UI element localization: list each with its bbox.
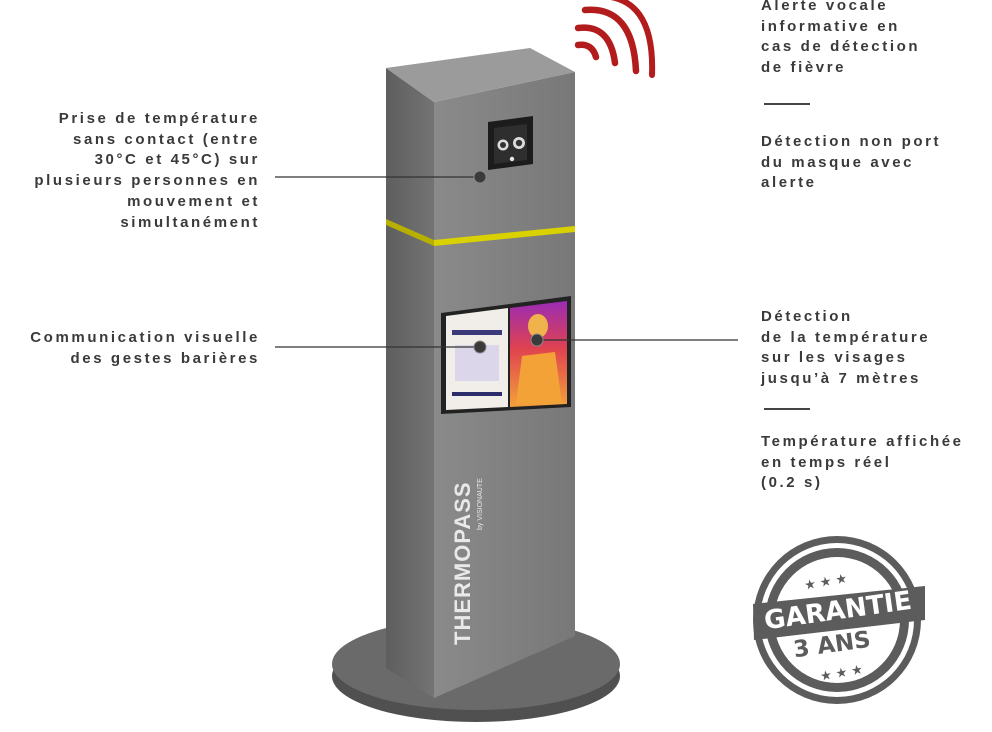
star-icon: ★ ★ ★ ★ ★ ★: [803, 571, 864, 684]
callout-contactless-temperature: Prise de température sans contact (entre…: [34, 110, 260, 231]
callout-dots: [473, 170, 544, 354]
alert-waves-icon: [574, 0, 656, 78]
guarantee-badge: GARANTIE 3 ANS ★ ★ ★ ★ ★ ★: [753, 536, 925, 704]
separator: [764, 408, 810, 410]
callout-voice-alert: Alerte vocale informative en cas de déte…: [761, 0, 921, 77]
callout-mask-detection: Détection non port du masque avec alerte: [761, 133, 942, 192]
svg-text:★ ★ ★: ★ ★ ★: [803, 571, 848, 593]
thermal-camera-icon: [488, 116, 533, 170]
callout-visual-communication: Communication visuelle des gestes barièr…: [30, 329, 260, 367]
brand-logo: THERMOPASS: [450, 481, 475, 645]
callout-lines: [275, 176, 738, 348]
callout-face-temperature-detection: Détection de la température sur les visa…: [761, 308, 931, 388]
brand-byline: by VISIONAUTE: [477, 478, 484, 530]
callout-realtime-display: Température affichée en temps réel (0.2 …: [761, 433, 964, 492]
display-screen: [441, 296, 571, 414]
separator: [764, 103, 810, 105]
svg-text:★ ★ ★: ★ ★ ★: [819, 662, 864, 684]
